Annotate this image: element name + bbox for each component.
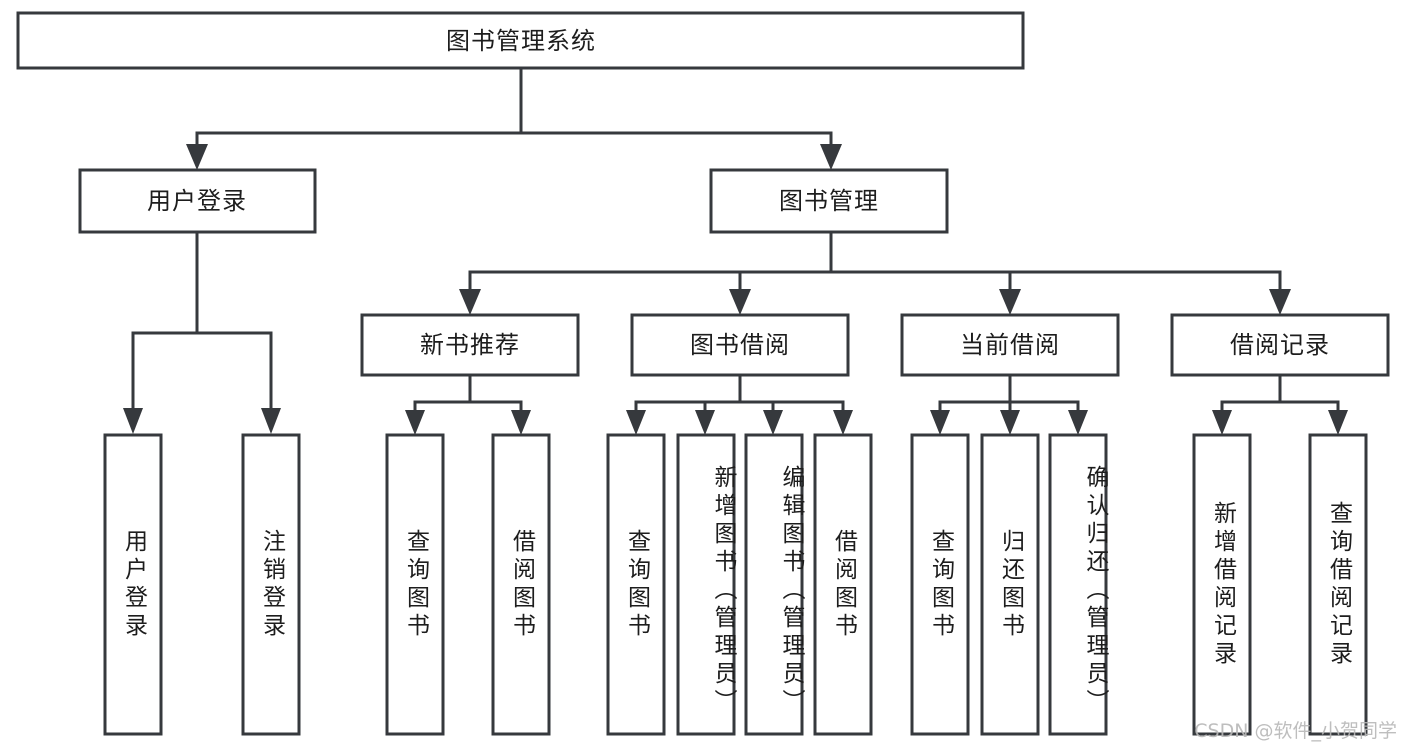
- arrow-icon-leaf-user-login: [123, 408, 143, 434]
- node-book-manage[interactable]: [709, 168, 949, 234]
- node-user-login-label: 用户登录: [147, 187, 247, 215]
- arrow-icon-leaf-query-book-3: [930, 410, 950, 435]
- arrow-icon-borrow-record: [1269, 289, 1291, 315]
- node-leaf-edit-book[interactable]: [744, 433, 804, 736]
- node-leaf-logout-login[interactable]: [241, 433, 301, 736]
- node-new-book-rec[interactable]: [360, 313, 580, 377]
- node-leaf-query-book-3[interactable]: [910, 433, 970, 736]
- node-borrow-record[interactable]: [1170, 313, 1390, 377]
- node-user-login[interactable]: [78, 168, 317, 234]
- arrow-icon-leaf-add-record: [1212, 410, 1232, 435]
- node-root-label: 图书管理系统: [446, 27, 596, 55]
- arrow-icon-user-login: [186, 144, 208, 170]
- node-leaf-query-book-1[interactable]: [385, 433, 445, 736]
- arrow-icon-leaf-edit-book: [763, 410, 783, 435]
- node-leaf-return-book[interactable]: [980, 433, 1040, 736]
- arrow-icon-leaf-query-record: [1328, 410, 1348, 435]
- arrow-icon-leaf-logout-login: [261, 408, 281, 434]
- arrow-icon-leaf-confirm-return: [1068, 410, 1088, 435]
- node-root[interactable]: [16, 11, 1025, 70]
- node-new-book-rec-label: 新书推荐: [420, 331, 520, 359]
- node-book-borrow-label: 图书借阅: [690, 331, 790, 359]
- node-current-borrow-label: 当前借阅: [960, 331, 1060, 359]
- node-leaf-confirm-return[interactable]: [1048, 433, 1108, 736]
- node-borrow-record-label: 借阅记录: [1230, 331, 1330, 359]
- arrow-icon-leaf-borrow-book-1: [511, 410, 531, 435]
- node-leaf-query-book-2[interactable]: [606, 433, 666, 736]
- arrow-icon-new-book-rec: [459, 289, 481, 315]
- node-leaf-query-record[interactable]: [1308, 433, 1368, 736]
- arrow-icon-leaf-borrow-book-2: [833, 410, 853, 435]
- node-leaf-borrow-book-1[interactable]: [491, 433, 551, 736]
- arrow-icon-leaf-query-book-2: [626, 410, 646, 435]
- node-book-manage-label: 图书管理: [779, 187, 879, 215]
- arrow-icon-leaf-query-book-1: [405, 410, 425, 435]
- node-current-borrow[interactable]: [900, 313, 1120, 377]
- node-leaf-add-book[interactable]: [676, 433, 736, 736]
- nodes-layer: 图书管理系统 用户登录 图书管理 新书推荐 图书借阅 当前借阅 借阅记录: [16, 11, 1390, 736]
- node-book-borrow[interactable]: [630, 313, 850, 377]
- arrow-icon-leaf-add-book: [695, 410, 715, 435]
- arrowheads-layer: [123, 144, 1348, 435]
- node-leaf-user-login[interactable]: [103, 433, 163, 736]
- node-leaf-borrow-book-2[interactable]: [813, 433, 873, 736]
- csdn-watermark: CSDN @软件_小贺同学: [1194, 720, 1397, 742]
- arrow-icon-current-borrow: [999, 289, 1021, 315]
- arrow-icon-leaf-return-book: [1000, 410, 1020, 435]
- arrow-icon-book-borrow: [729, 289, 751, 315]
- arrow-icon-book-manage: [820, 144, 842, 170]
- node-leaf-add-record[interactable]: [1192, 433, 1252, 736]
